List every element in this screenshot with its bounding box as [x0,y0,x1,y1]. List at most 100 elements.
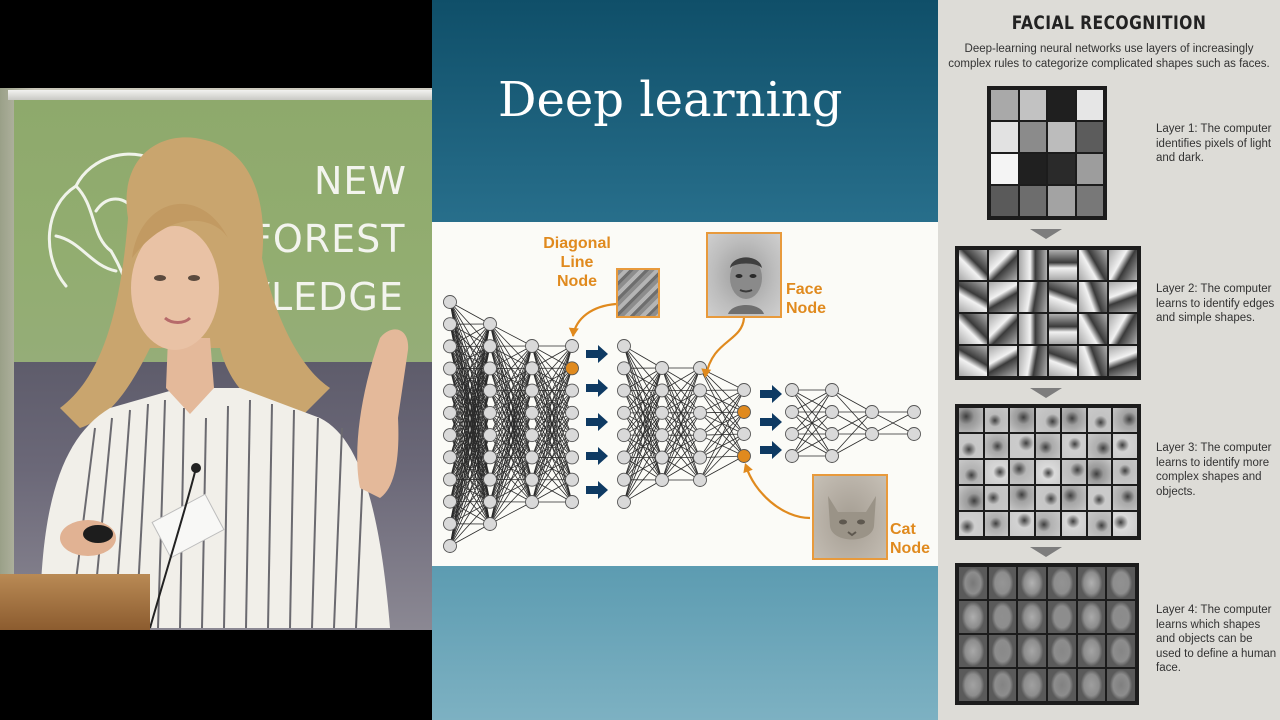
network-node [617,495,631,509]
network-node [785,383,799,397]
diagonal-label-text: Diagonal Line Node [543,235,611,290]
layer-1-pixel-grid [987,86,1107,220]
network-node [525,339,539,353]
network-connection [699,389,745,458]
neural-network-diagram: Diagonal Line Node Face Node [432,222,938,566]
network-connection [531,434,573,503]
network-connection [831,433,873,457]
grid-cell [1018,601,1046,633]
layer-4-description: Layer 4: The computer learns which shape… [1156,604,1277,674]
grid-cell [1076,90,1103,120]
arrow-right-icon [760,413,782,431]
network-node [483,428,497,443]
network-connection [831,411,873,457]
network-connection [489,345,533,436]
grid-cell [984,434,1009,458]
grid-cell [1077,669,1106,701]
arrow-down-icon [1030,388,1062,398]
network-node [525,383,539,398]
speaker-figure [40,137,409,629]
network-node [907,427,921,441]
network-node [565,450,579,465]
grid-cell [1019,314,1047,344]
network-connection [489,323,533,347]
lectern [0,574,150,630]
grid-cell [959,434,983,458]
grid-cell [1061,434,1086,458]
grid-cell [1076,186,1103,216]
grid-cell [959,635,987,667]
network-connection [623,367,663,436]
network-connection [623,367,663,480]
grid-cell [959,669,987,701]
network-node [865,427,879,441]
banner-text-line-1: NEW [314,159,408,203]
grid-cell [991,90,1018,120]
network-connection [661,367,701,436]
grid-cell [984,408,1009,432]
grid-cell [1018,635,1046,667]
grid-cell [1077,601,1106,633]
network-node [483,405,497,420]
network-connection [489,345,533,369]
presentation-slide: Deep learning Diagonal Line Node Face No… [432,0,938,720]
grid-cell [1079,346,1107,376]
network-node [785,405,799,419]
arrow-right-icon [586,345,608,363]
network-node [693,405,707,420]
network-node [483,472,497,487]
diagonal-line-node-label: Diagonal Line Node [540,234,614,291]
grid-cell [959,346,987,376]
network-node [565,428,579,443]
network-node [617,405,631,420]
highlighted-network-node [737,449,751,463]
network-connection [449,323,491,547]
grid-cell [988,601,1017,633]
grid-cell [1036,434,1060,458]
face-icon [728,257,764,314]
grid-cell [1019,122,1046,152]
grid-cell [959,408,983,432]
grid-cell [991,122,1018,152]
grid-cell [1018,567,1046,599]
cat-node-label: Cat Node [890,520,930,558]
grid-cell [1107,567,1135,599]
network-node [655,428,669,443]
network-node [525,405,539,420]
grid-cell [1049,282,1077,312]
grid-cell [959,460,983,484]
network-node [737,427,751,441]
network-node [617,472,631,487]
layer-1-description: Layer 1: The computer identifies pixels … [1156,123,1272,164]
grid-cell [984,486,1009,510]
grid-cell [1109,314,1137,344]
network-connection [531,345,573,369]
grid-cell [1036,486,1060,510]
network-connection [489,345,533,502]
network-node [737,383,751,397]
arrow-right-icon [760,441,782,459]
network-connection [489,345,533,480]
arrow-right-icon [586,379,608,397]
grid-cell [1107,669,1135,701]
callout-curve [704,317,746,377]
network-connection [623,367,663,414]
network-connection [449,323,491,524]
network-connection [489,345,533,414]
network-connection [623,412,663,503]
network-connection [661,434,701,481]
network-connection [489,345,533,525]
network-node [443,450,457,465]
grid-cell [1048,154,1075,184]
network-node [693,473,707,487]
grid-cell [959,314,987,344]
network-connection [623,435,663,503]
network-connection [449,368,491,547]
grid-cell [1010,434,1035,458]
slide-title: Deep learning [498,72,843,128]
network-node [525,428,539,443]
network-node [565,339,579,353]
grid-cell [1113,486,1137,510]
network-connection [449,523,491,547]
grid-cell [989,282,1017,312]
